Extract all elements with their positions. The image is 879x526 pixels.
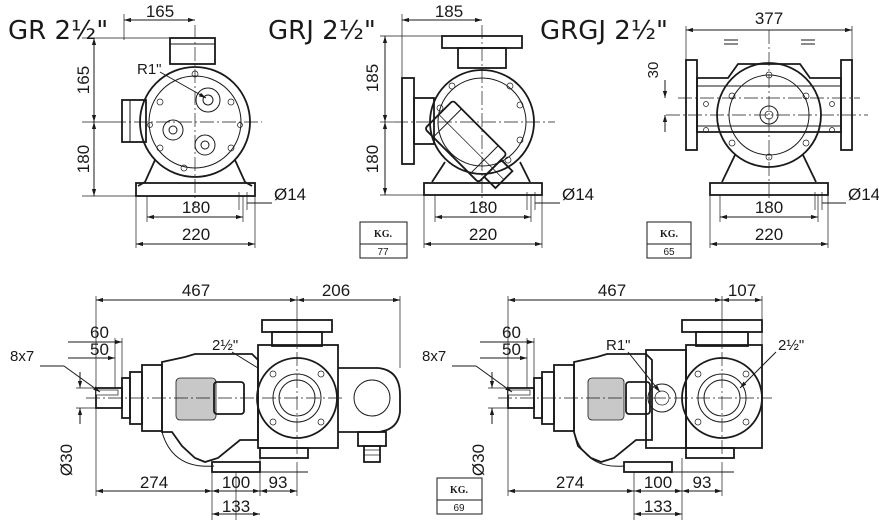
grgj-front-view	[662, 26, 868, 248]
side-left-dim-100: 100	[222, 473, 250, 492]
grj-weight-label: KG.	[374, 229, 393, 240]
grj-dim-holes: 180	[469, 198, 497, 217]
gr-port-label: R1"	[137, 61, 162, 78]
side-left-dim-overall: 467	[182, 281, 210, 300]
side-left-dim-right: 206	[322, 281, 350, 300]
grgj-weight-value: 65	[663, 247, 675, 258]
grgj-weight-box: KG. 65	[646, 221, 692, 259]
grj-title: GRJ 2½"	[268, 16, 376, 46]
side-left-shaft: Ø30	[57, 444, 76, 476]
side-view-right	[452, 296, 777, 520]
gr-dim-holes: 180	[182, 198, 210, 217]
gr-dim-base: 220	[182, 225, 210, 244]
side-right-dimension-labels: 467 107 60 50 8x7 R1" 2½" Ø30 274 100 93…	[422, 281, 804, 516]
grj-front-view	[380, 14, 560, 248]
grj-dim-base: 220	[469, 225, 497, 244]
side-left-dim-93: 93	[269, 473, 288, 492]
grj-dim-width-top: 185	[435, 2, 463, 21]
side-left-dim-50: 50	[90, 340, 109, 359]
side-left-dim-60: 60	[90, 323, 109, 342]
grgj-dim-hole-dia: Ø14	[848, 185, 879, 204]
side-right-key: 8x7	[422, 348, 446, 365]
grgj-dim-base: 220	[755, 225, 783, 244]
grgj-weight-label: KG.	[660, 229, 679, 240]
side-right-weight-box: KG. 69	[436, 477, 483, 515]
side-right-dim-overall: 467	[598, 281, 626, 300]
gr-front-view	[82, 14, 272, 248]
side-right-dim-right: 107	[728, 281, 756, 300]
grgj-dim-overall: 377	[755, 9, 783, 28]
side-right-dim-60: 60	[502, 323, 521, 342]
grj-dim-height-bottom: 180	[363, 145, 382, 173]
side-left-dimension-labels: 467 206 60 50 8x7 2½" Ø30 274 100 93 133	[10, 281, 350, 516]
grj-dimension-labels: 185 185 180 180 Ø14 220	[363, 2, 594, 244]
side-right-port: 2½"	[778, 337, 804, 354]
side-right-dim-50: 50	[502, 340, 521, 359]
grj-dim-height-top: 185	[363, 64, 382, 92]
side-right-shaft: Ø30	[469, 444, 488, 476]
grgj-dim-holes: 180	[755, 198, 783, 217]
grgj-title: GRGJ 2½"	[540, 16, 668, 46]
side-right-port-r1: R1"	[606, 337, 631, 354]
grgj-dim-offset: 30	[645, 62, 662, 79]
side-left-port: 2½"	[212, 337, 238, 354]
side-right-weight-value: 69	[453, 503, 465, 514]
gr-dim-height-top: 165	[74, 66, 93, 94]
gr-dimension-labels: 165 165 180 R1" 180 Ø14 220	[74, 2, 306, 244]
gr-title: GR 2½"	[8, 16, 109, 46]
gr-dim-height-bottom: 180	[74, 145, 93, 173]
side-view-left	[40, 296, 401, 520]
side-right-weight-label: KG.	[450, 485, 469, 496]
side-left-key: 8x7	[10, 348, 34, 365]
side-right-dim-93: 93	[693, 473, 712, 492]
side-right-dim-100: 100	[644, 473, 672, 492]
side-right-dim-133: 133	[644, 497, 672, 516]
grj-weight-box: KG. 77	[359, 221, 408, 259]
grj-weight-value: 77	[377, 247, 389, 258]
side-left-dim-133: 133	[222, 497, 250, 516]
grgj-dimension-labels: 377 30 180 Ø14 220	[645, 9, 879, 244]
gr-dim-hole-dia: Ø14	[274, 185, 306, 204]
gr-dim-width-top: 165	[146, 2, 174, 21]
grj-dim-hole-dia: Ø14	[562, 185, 594, 204]
side-right-dim-274: 274	[556, 473, 584, 492]
side-left-dim-274: 274	[140, 473, 168, 492]
